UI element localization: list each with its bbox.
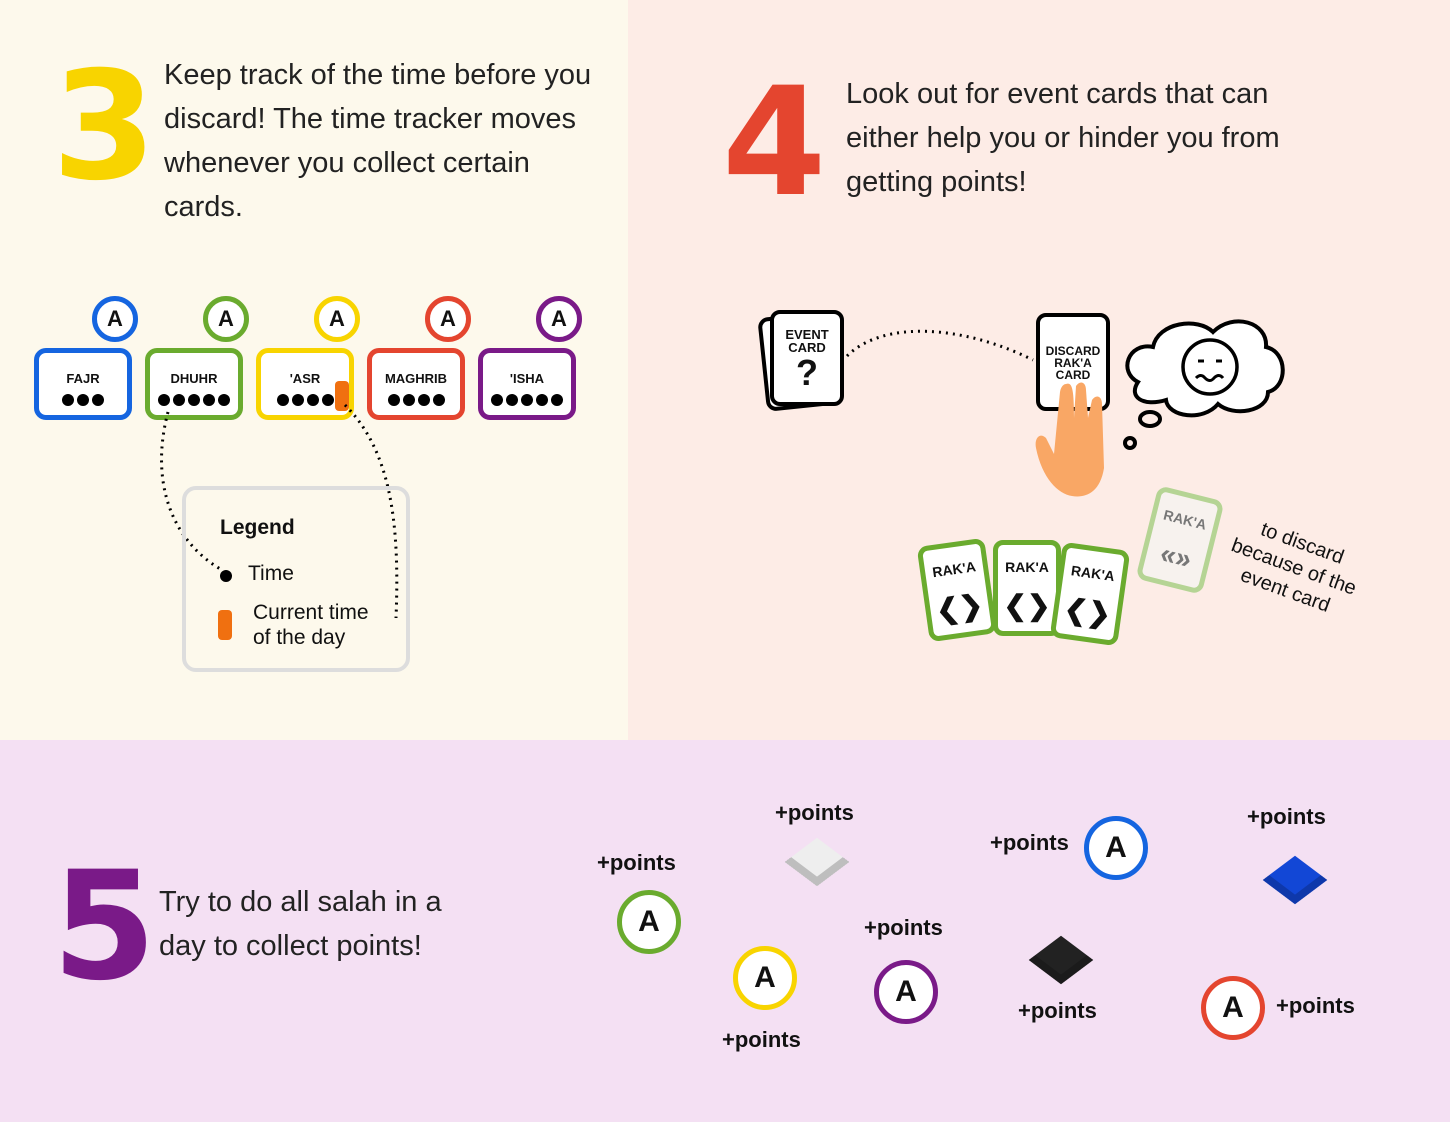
prayer-badge: A	[203, 296, 249, 342]
time-dot	[306, 394, 319, 406]
prayer-badge: A	[617, 890, 681, 954]
prayer-card: FAJR	[34, 348, 132, 420]
time-dot	[276, 394, 289, 406]
time-dot	[521, 394, 533, 406]
event-card-line2: CARD	[788, 340, 826, 355]
prayer-card: DHUHR	[145, 348, 243, 420]
prayer-badge: A	[92, 296, 138, 342]
prayer-badge: A	[1201, 976, 1265, 1040]
time-dot	[291, 394, 304, 406]
time-dots	[483, 394, 571, 406]
event-card-line1: EVENT	[785, 327, 829, 342]
prayer-card: 'ASR	[256, 348, 354, 420]
step-number: 3	[52, 40, 157, 214]
time-dot	[432, 394, 445, 406]
time-dots	[150, 394, 238, 406]
step-text: Look out for event cards that can either…	[846, 78, 1280, 198]
time-dot	[218, 394, 230, 406]
step-3-panel: 3 Keep track of the time before you disc…	[0, 0, 628, 740]
time-dot	[77, 394, 89, 406]
raka-label: RAK'A	[1070, 562, 1116, 585]
prayer-name: 'ASR	[289, 371, 321, 386]
raka-card: RAK'A ❮❯	[1049, 541, 1131, 647]
time-dot	[188, 394, 200, 406]
time-dot	[387, 394, 400, 406]
time-dot	[92, 394, 104, 406]
legend-current: Current time of the day	[253, 600, 369, 650]
time-marker-icon	[218, 610, 232, 640]
points-label: +points	[864, 915, 943, 940]
points-label: +points	[1276, 993, 1355, 1018]
time-dot	[491, 394, 503, 406]
legend-title: Legend	[220, 516, 295, 539]
time-dot	[551, 394, 563, 406]
raka-label: RAK'A	[931, 558, 977, 581]
points-label: +points	[1018, 998, 1097, 1023]
question-mark-icon: ?	[796, 352, 818, 393]
arrows-icon: ❮❯	[1003, 590, 1051, 621]
raka-label: RAK'A	[1161, 506, 1209, 533]
step-number: 5	[52, 840, 157, 1014]
discard-line1: DISCARD	[1045, 344, 1101, 358]
current-time-marker-icon	[335, 381, 349, 411]
prayer-name: FAJR	[66, 371, 100, 386]
time-dots	[372, 394, 460, 406]
prayer-badge: A	[874, 960, 938, 1024]
time-dot	[417, 394, 430, 406]
dotted-arrow	[845, 329, 1034, 362]
prayer-card: 'ISHA	[478, 348, 576, 420]
hand-icon	[1035, 382, 1104, 497]
event-card: EVENT CARD ?	[770, 310, 844, 406]
time-dot	[506, 394, 518, 406]
prayer-card: MAGHRIB	[367, 348, 465, 420]
points-label: +points	[1247, 804, 1326, 829]
cube-icon	[1028, 935, 1094, 985]
prayer-tracker: A FAJR A DHUHR A 'ASR A MAGHRIB A 'ISHA	[34, 296, 594, 426]
prayer-badge: A	[536, 296, 582, 342]
legend-box: Legend Time Current time of the day	[182, 486, 410, 672]
arrows-icon: ❮❯	[934, 588, 985, 626]
prayer-badge: A	[733, 946, 797, 1010]
time-dot	[203, 394, 215, 406]
step-4-panel: 4 Look out for event cards that can eith…	[628, 0, 1450, 740]
cube-icon	[1262, 855, 1328, 905]
raka-card: RAK'A ❮❯	[916, 537, 998, 643]
prayer-name: 'ISHA	[509, 371, 545, 386]
step-5-panel: 5 Try to do all salah in a day to collec…	[0, 740, 1450, 1122]
cube-icon	[784, 837, 850, 887]
time-dots	[39, 394, 127, 406]
time-dot-icon	[220, 570, 232, 582]
discard-line3: CARD	[1055, 368, 1091, 382]
time-dot	[62, 394, 74, 406]
step-text: Try to do all salah in a day to collect …	[159, 886, 442, 962]
discard-line2: RAK'A	[1054, 356, 1092, 370]
worried-thought-bubble-icon	[1123, 319, 1285, 450]
points-label: +points	[990, 830, 1069, 855]
time-arrows	[160, 403, 399, 619]
points-label: +points	[597, 850, 676, 875]
points-label: +points	[722, 1027, 801, 1052]
arrows-icon: ❮❯	[1062, 592, 1113, 630]
legend-time: Time	[248, 562, 294, 585]
discarded-raka-card: RAK'A «»	[1135, 485, 1225, 595]
time-dot	[321, 394, 334, 406]
legend-current-line1: Current time	[253, 601, 369, 624]
legend-current-line2: of the day	[253, 626, 346, 649]
discard-note: to discard because of the event card	[1219, 510, 1368, 625]
prayer-name: MAGHRIB	[384, 371, 448, 386]
prayer-badge: A	[425, 296, 471, 342]
prayer-badge: A	[314, 296, 360, 342]
prayer-name: DHUHR	[170, 371, 218, 386]
step-number: 4	[722, 56, 827, 230]
time-dots	[261, 394, 349, 406]
step-text: Keep track of the time before you discar…	[164, 59, 592, 223]
time-dot	[158, 394, 170, 406]
time-dot	[402, 394, 415, 406]
time-dot	[173, 394, 185, 406]
time-dot	[536, 394, 548, 406]
raka-label: RAK'A	[1005, 559, 1049, 575]
points-label: +points	[775, 800, 854, 825]
arrows-icon: «»	[1157, 537, 1195, 575]
prayer-badge: A	[1084, 816, 1148, 880]
